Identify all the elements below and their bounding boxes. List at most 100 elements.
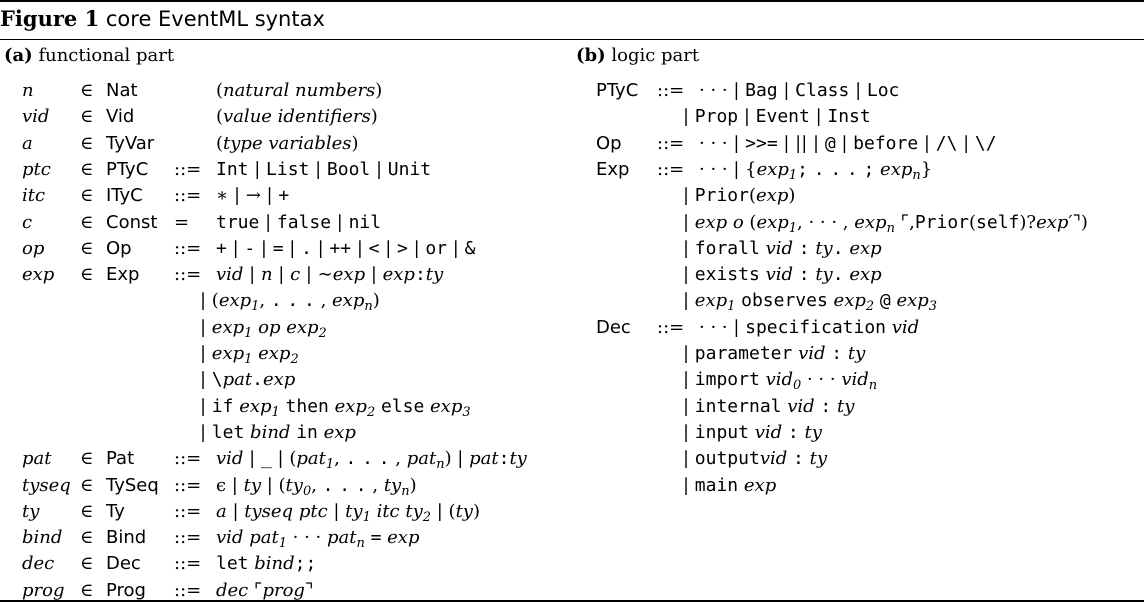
definition-operator: ::= [657, 132, 685, 154]
category-name: PTyC [106, 158, 149, 180]
bottom-rule [0, 600, 1144, 602]
category-name: PTyC [596, 80, 639, 101]
production-rhs: (value identifiers) [216, 106, 378, 128]
category-name: Exp [106, 264, 140, 286]
production-rhs: let bind;; [216, 553, 317, 575]
definition-operator: ::= [174, 448, 202, 470]
metavariable: op [22, 237, 45, 259]
logic-part-title: logic part [611, 45, 700, 66]
category-name: Ty [106, 500, 125, 522]
category-name: Nat [106, 80, 138, 101]
definition-operator: ::= [174, 579, 202, 601]
figure-number: Figure 1 [0, 6, 100, 31]
member-symbol: ∈ [80, 237, 94, 259]
production-rhs: · · · | specification vid [699, 316, 920, 338]
metavariable: a [22, 132, 33, 154]
definition-operator: ::= [174, 264, 202, 286]
production-rhs: | main exp [683, 474, 777, 496]
member-symbol: ∈ [80, 448, 94, 470]
category-name: Const [106, 211, 158, 233]
definition-operator: ::= [657, 158, 685, 180]
production-rhs: | if exp1 then exp2 else exp3 [200, 395, 471, 420]
figure-caption-text: core EventML syntax [105, 7, 325, 31]
production-rhs: | \pat.exp [200, 369, 296, 391]
production-rhs: | Prop | Event | Inst [683, 106, 871, 128]
production-rhs: true | false | nil [216, 211, 382, 233]
production-rhs: | exists vid : ty. exp [683, 264, 882, 286]
production-rhs: (type variables) [216, 132, 359, 154]
metavariable: ptc [22, 158, 51, 180]
definition-operator: ::= [174, 158, 202, 180]
production-rhs: Int | List | Bool | Unit [216, 158, 432, 180]
category-name: Vid [106, 106, 135, 128]
definition-operator: ::= [657, 80, 685, 101]
member-symbol: ∈ [80, 132, 94, 154]
metavariable: n [22, 80, 34, 101]
definition-operator: ::= [657, 316, 685, 338]
metavariable: itc [22, 185, 46, 207]
production-rhs: + | - | = | . | ++ | < | > | or | & [216, 237, 476, 259]
definition-operator: = [174, 211, 190, 233]
production-rhs: vid | n | c | ∼exp | exp:ty [216, 264, 444, 286]
category-name: TySeq [106, 474, 159, 496]
production-rhs: ∗ | → | + [216, 185, 290, 207]
member-symbol: ∈ [80, 264, 94, 286]
production-rhs: | internal vid : ty [683, 395, 855, 417]
functional-part-heading: (a) functional part [4, 45, 174, 66]
category-name: Bind [106, 527, 147, 549]
category-name: Prog [106, 579, 146, 601]
category-name: Dec [106, 553, 141, 575]
production-rhs: | forall vid : ty. exp [683, 237, 882, 259]
metavariable: pat [22, 448, 52, 470]
production-rhs: | Prior(exp) [683, 185, 796, 207]
member-symbol: ∈ [80, 474, 94, 496]
definition-operator: ::= [174, 500, 202, 522]
production-rhs: | exp1 exp2 [200, 343, 299, 367]
metavariable: dec [22, 553, 55, 575]
member-symbol: ∈ [80, 211, 94, 233]
production-rhs: | outputvid : ty [683, 448, 827, 470]
metavariable: ty [22, 500, 40, 522]
metavariable: exp [22, 264, 55, 286]
functional-part-label: (a) [4, 45, 33, 66]
production-rhs: | exp1 op exp2 [200, 316, 327, 341]
category-name: Op [106, 237, 132, 259]
production-rhs: · · · | >>= | || | @ | before | /\ | \/ [699, 132, 997, 154]
member-symbol: ∈ [80, 579, 94, 601]
definition-operator: ::= [174, 553, 202, 575]
member-symbol: ∈ [80, 553, 94, 575]
production-rhs: vid | _ | (pat1, . . . , patn) | pat:ty [216, 448, 527, 473]
production-rhs: a | tyseq ptc | ty1 itc ty2 | (ty) [216, 500, 480, 525]
production-rhs: vid pat1 · · · patn = exp [216, 527, 420, 551]
logic-part-label: (b) [576, 45, 606, 66]
member-symbol: ∈ [80, 185, 94, 207]
definition-operator: ::= [174, 527, 202, 549]
member-symbol: ∈ [80, 106, 94, 128]
category-name: TyVar [106, 132, 155, 154]
category-name: ITyC [106, 185, 143, 207]
member-symbol: ∈ [80, 500, 94, 522]
production-rhs: · · · | {exp1; . . . ; expn} [699, 158, 933, 183]
production-rhs: | parameter vid : ty [683, 343, 866, 364]
definition-operator: ::= [174, 474, 202, 496]
category-name: Op [596, 132, 622, 154]
production-rhs: dec ⌜prog⌝ [216, 579, 314, 601]
definition-operator: ::= [174, 237, 202, 259]
metavariable: bind [22, 527, 63, 549]
production-rhs: (natural numbers) [216, 80, 383, 101]
production-rhs: | (exp1, . . . , expn) [200, 290, 380, 315]
category-name: Exp [596, 158, 630, 180]
production-rhs: | import vid0 · · · vidn [683, 369, 878, 394]
metavariable: vid [22, 106, 50, 128]
member-symbol: ∈ [80, 527, 94, 549]
logic-part-heading: (b) logic part [576, 45, 699, 66]
metavariable: prog [22, 579, 65, 601]
top-rule [0, 0, 1144, 2]
member-symbol: ∈ [80, 80, 94, 101]
definition-operator: ::= [174, 185, 202, 207]
production-rhs: · · · | Bag | Class | Loc [699, 80, 900, 101]
production-rhs: | input vid : ty [683, 421, 822, 443]
production-rhs: | exp1 observes exp2 @ exp3 [683, 290, 938, 315]
production-rhs: | exp o (exp1, · · · , expn ⌜,Prior(self… [683, 211, 1088, 236]
production-rhs: | let bind in exp [200, 421, 356, 443]
